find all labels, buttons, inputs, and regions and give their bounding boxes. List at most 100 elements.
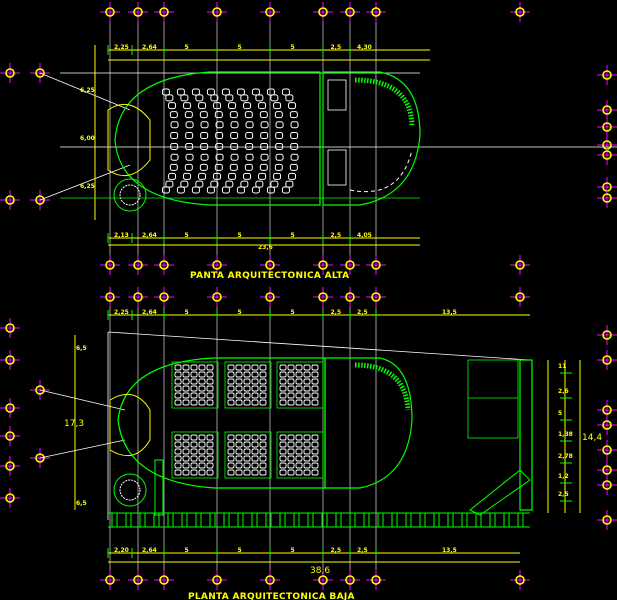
axis-bubble xyxy=(100,287,120,307)
axis-circle xyxy=(345,575,355,585)
axis-circle xyxy=(212,575,222,585)
axis-bubble xyxy=(313,2,333,22)
seat xyxy=(170,132,179,140)
seat xyxy=(240,180,249,188)
seat xyxy=(287,392,295,399)
seat xyxy=(243,371,251,378)
dimension-label: 5 xyxy=(291,44,295,51)
seat xyxy=(235,455,243,462)
seat xyxy=(227,371,235,378)
dimension-label: 5 xyxy=(185,309,189,316)
seat xyxy=(260,153,269,161)
axis-bubble xyxy=(128,255,148,275)
fence-post xyxy=(391,512,398,528)
axis-circle xyxy=(515,7,525,17)
dimension-label: 5 xyxy=(291,547,295,554)
dimension-label: 1,38 xyxy=(558,431,573,438)
axis-bubble xyxy=(154,255,174,275)
seat xyxy=(215,153,224,161)
seat xyxy=(275,121,284,129)
dimension-label: 2,5 xyxy=(357,309,368,316)
seat xyxy=(225,180,234,188)
seat xyxy=(176,186,185,194)
dimension-label: 5 xyxy=(185,547,189,554)
dimension-label: 5 xyxy=(558,410,562,417)
axis-bubble xyxy=(0,318,20,338)
axis-bubble xyxy=(0,426,20,446)
seat xyxy=(303,462,311,469)
seat xyxy=(303,399,311,406)
seat xyxy=(182,455,190,462)
axis-bubble xyxy=(260,2,280,22)
seat xyxy=(274,163,283,171)
seat xyxy=(227,462,235,469)
seat xyxy=(168,102,177,110)
seat xyxy=(295,392,303,399)
seat xyxy=(227,455,235,462)
dimension-label: 4,05 xyxy=(357,232,372,239)
seat xyxy=(174,455,182,462)
seat xyxy=(279,364,287,371)
seat xyxy=(227,469,235,476)
axis-bubble xyxy=(597,117,617,137)
seat xyxy=(185,153,194,161)
seat xyxy=(227,392,235,399)
seat xyxy=(259,163,268,171)
axis-bubble xyxy=(510,287,530,307)
seat xyxy=(161,186,170,194)
seat xyxy=(245,121,254,129)
seat xyxy=(287,448,295,455)
seat xyxy=(236,88,245,96)
axis-circle xyxy=(602,193,612,203)
dimension-label: 2,13 xyxy=(114,232,129,239)
axis-circle xyxy=(515,292,525,302)
axis-bubble xyxy=(128,287,148,307)
axis-circle xyxy=(602,105,612,115)
axis-circle xyxy=(371,292,381,302)
seat xyxy=(184,111,193,119)
lower-total-dim: 38,6 xyxy=(310,566,330,576)
seat xyxy=(235,371,243,378)
axis-bubble xyxy=(207,287,227,307)
fence-post xyxy=(307,512,314,528)
seat xyxy=(185,132,194,140)
seat xyxy=(198,441,206,448)
seat xyxy=(288,172,297,180)
seat xyxy=(235,364,243,371)
seat xyxy=(251,462,259,469)
seat xyxy=(259,462,267,469)
axis-bubble xyxy=(340,255,360,275)
axis-circle xyxy=(5,461,15,471)
axis-circle xyxy=(35,195,45,205)
seat-block xyxy=(276,361,324,409)
fence-post xyxy=(363,512,370,528)
seat xyxy=(227,385,235,392)
seat xyxy=(270,180,279,188)
upper-plan-title: PANTA ARQUITECTONICA ALTA xyxy=(190,271,349,281)
seat xyxy=(311,455,319,462)
seat xyxy=(228,172,237,180)
axis-bubble xyxy=(0,488,20,508)
fence-post xyxy=(265,512,272,528)
dimension-label: 4,30 xyxy=(357,44,372,51)
dimension-label: 5 xyxy=(238,309,242,316)
seat xyxy=(251,469,259,476)
seat xyxy=(170,153,179,161)
axis-circle xyxy=(371,575,381,585)
seat xyxy=(190,385,198,392)
axis-circle xyxy=(265,7,275,17)
axis-bubble xyxy=(207,570,227,590)
axis-bubble xyxy=(366,570,386,590)
axis-circle xyxy=(602,515,612,525)
seat xyxy=(295,462,303,469)
lower-left-total: 17,3 xyxy=(64,419,84,429)
seat xyxy=(190,399,198,406)
axis-bubble xyxy=(597,145,617,165)
seat xyxy=(206,434,214,441)
seat xyxy=(198,102,207,110)
fence-post xyxy=(503,512,510,528)
seat xyxy=(206,364,214,371)
